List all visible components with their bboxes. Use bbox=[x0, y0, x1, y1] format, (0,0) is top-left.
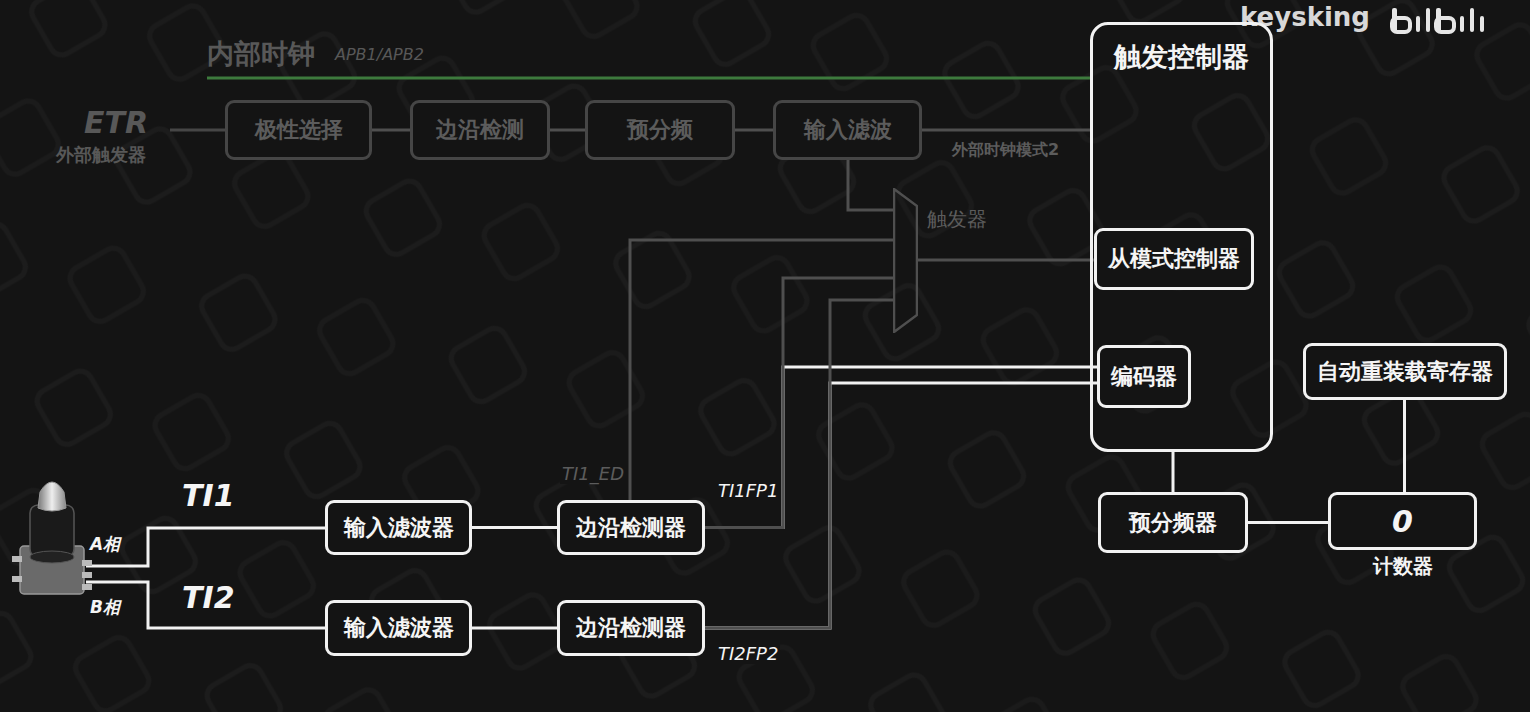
auto-reload-register: 自动重装载寄存器 bbox=[1303, 343, 1507, 400]
slave-mode-box: 从模式控制器 bbox=[1094, 228, 1254, 290]
node-text: 预分频器 bbox=[1129, 508, 1217, 538]
edge-detect-box: 边沿检测 bbox=[410, 100, 550, 160]
prescaler-box: 预分频 bbox=[585, 100, 735, 160]
input-filter-box: 输入滤波 bbox=[773, 100, 922, 160]
node-text: 自动重装载寄存器 bbox=[1317, 357, 1493, 387]
rotary-encoder bbox=[12, 482, 92, 594]
signal-wire bbox=[922, 129, 1090, 132]
etr-line bbox=[170, 129, 225, 132]
signal-wire bbox=[1403, 400, 1406, 492]
phase-label: A相 bbox=[90, 533, 120, 556]
node-text: 触发控制器 bbox=[1093, 25, 1270, 75]
node-text: 输入滤波器 bbox=[344, 613, 454, 643]
trigger-mux: 触发器 bbox=[893, 188, 918, 333]
signal-name: TI2 bbox=[182, 580, 235, 615]
edge-detector-box: 边沿检测器 bbox=[557, 600, 705, 656]
edge-label: TI1FP1 bbox=[716, 480, 780, 501]
signal-wire bbox=[705, 383, 1097, 628]
mux-outline bbox=[893, 188, 918, 333]
bilibili-logo bbox=[1392, 8, 1484, 32]
trigger-controller: 触发控制器从模式控制器编码器 bbox=[1090, 22, 1273, 452]
phase-label: B相 bbox=[90, 596, 120, 619]
phase-a-wire bbox=[86, 528, 325, 566]
counter-box: 0计数器 bbox=[1328, 492, 1477, 550]
signal-wire bbox=[550, 129, 585, 132]
signal-wire bbox=[705, 278, 893, 528]
node-text: 边沿检测器 bbox=[576, 613, 686, 643]
internal-clock-line bbox=[207, 77, 1090, 80]
node-text: 0 bbox=[1392, 504, 1413, 539]
signal-desc: 外部触发器 bbox=[56, 143, 146, 167]
node-text: 从模式控制器 bbox=[1108, 244, 1240, 274]
node-text: 预分频 bbox=[627, 115, 693, 145]
signal-wire bbox=[848, 160, 893, 210]
node-text: 极性选择 bbox=[255, 115, 343, 145]
signal-wire bbox=[472, 526, 557, 529]
node-text: 输入滤波 bbox=[804, 115, 892, 145]
signal-wire bbox=[472, 627, 557, 630]
bus-label: APB1/APB2 bbox=[335, 45, 424, 64]
signal-name: TI1 bbox=[182, 478, 235, 513]
input-filter-box: 输入滤波器 bbox=[325, 500, 472, 555]
clock-label: 内部时钟 bbox=[207, 36, 315, 72]
node-text: 编码器 bbox=[1111, 362, 1177, 392]
signal-wire bbox=[372, 129, 410, 132]
encoder-box: 编码器 bbox=[1097, 345, 1191, 408]
signal-wire bbox=[735, 129, 773, 132]
node-text: 边沿检测器 bbox=[576, 513, 686, 543]
polarity-box: 极性选择 bbox=[225, 100, 372, 160]
input-filter-box: 输入滤波器 bbox=[325, 600, 472, 656]
node-text: 边沿检测 bbox=[436, 115, 524, 145]
signal-wire bbox=[1172, 452, 1175, 492]
signal-wire bbox=[705, 300, 893, 628]
signal-wire bbox=[918, 259, 1094, 262]
signal-wire bbox=[705, 367, 1097, 528]
signal-name: ETR bbox=[84, 105, 148, 140]
edge-label: TI1_ED bbox=[560, 463, 626, 484]
node-text: 输入滤波器 bbox=[344, 513, 454, 543]
counter-caption: 计数器 bbox=[1373, 553, 1433, 580]
mux-shape bbox=[894, 189, 917, 332]
edge-detector-box: 边沿检测器 bbox=[557, 500, 705, 555]
node-text: 触发器 bbox=[927, 206, 987, 233]
signal-wire bbox=[1248, 521, 1328, 524]
brand-name: keysking bbox=[1240, 2, 1370, 32]
prescaler-box: 预分频器 bbox=[1098, 492, 1248, 553]
edge-label: 外部时钟模式2 bbox=[950, 140, 1061, 161]
edge-label: TI2FP2 bbox=[716, 643, 780, 664]
